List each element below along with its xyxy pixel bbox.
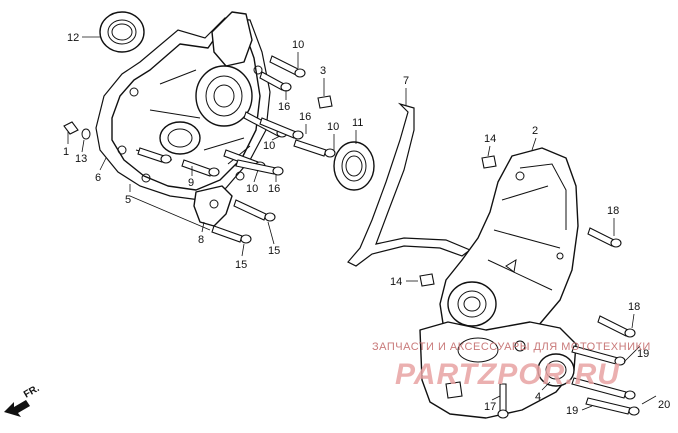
callout-10: 10 [263, 140, 275, 152]
callout-14: 14 [390, 276, 402, 288]
bracket-8 [193, 185, 233, 227]
leader-lines [67, 36, 657, 411]
callout-labels: 12 10 3 16 7 16 10 11 1 13 10 14 2 6 9 1… [63, 32, 670, 417]
flange-bolts-left [137, 55, 336, 244]
direction-label: FR. [22, 383, 42, 401]
callout-14: 14 [484, 133, 496, 145]
dowel-pin-1 [63, 121, 79, 135]
callout-16: 16 [299, 111, 311, 123]
watermark-caption: ЗАПЧАСТИ И АКСЕССУАРЫ ДЛЯ МОТОТЕХНИКИ [372, 341, 651, 353]
callout-13: 13 [75, 153, 87, 165]
callout-10: 10 [327, 121, 339, 133]
callout-5: 5 [125, 194, 131, 206]
callout-2: 2 [532, 125, 538, 137]
collar-3 [317, 95, 333, 109]
oil-seal-12 [99, 11, 145, 53]
arrow-icon [4, 400, 30, 417]
callout-16: 16 [278, 101, 290, 113]
gasket-7 [347, 102, 472, 267]
callout-20: 20 [658, 399, 670, 411]
callout-8: 8 [198, 234, 204, 246]
callout-1: 1 [63, 146, 69, 158]
callout-7: 7 [403, 75, 409, 87]
callout-11: 11 [352, 117, 363, 129]
callout-17: 17 [484, 401, 496, 413]
inner-case-cover [95, 11, 271, 201]
front-direction-arrow: FR. [4, 383, 42, 417]
o-ring-13 [81, 128, 91, 140]
oil-seal-11 [333, 141, 375, 191]
callout-16: 16 [268, 183, 280, 195]
callout-9: 9 [188, 177, 194, 189]
callout-6: 6 [95, 172, 101, 184]
callout-15: 15 [235, 259, 247, 271]
callout-18: 18 [628, 301, 640, 313]
callout-19: 19 [566, 405, 578, 417]
callout-4: 4 [535, 391, 541, 403]
callout-18: 18 [607, 205, 619, 217]
callout-10: 10 [292, 39, 304, 51]
cap-4 [537, 353, 575, 387]
outer-case-cover-2 [439, 147, 579, 355]
watermark-brand: PARTZPOR.RU [395, 358, 620, 391]
callout-15: 15 [268, 245, 280, 257]
callout-3: 3 [320, 65, 326, 77]
callout-12: 12 [67, 32, 79, 44]
flange-bolts-right [445, 227, 640, 419]
dowel-pin-14 [419, 155, 497, 287]
watermark: ЗАПЧАСТИ И АКСЕССУАРЫ ДЛЯ МОТОТЕХНИКИ PA… [372, 341, 651, 391]
callout-19: 19 [637, 348, 649, 360]
callout-10: 10 [246, 183, 258, 195]
